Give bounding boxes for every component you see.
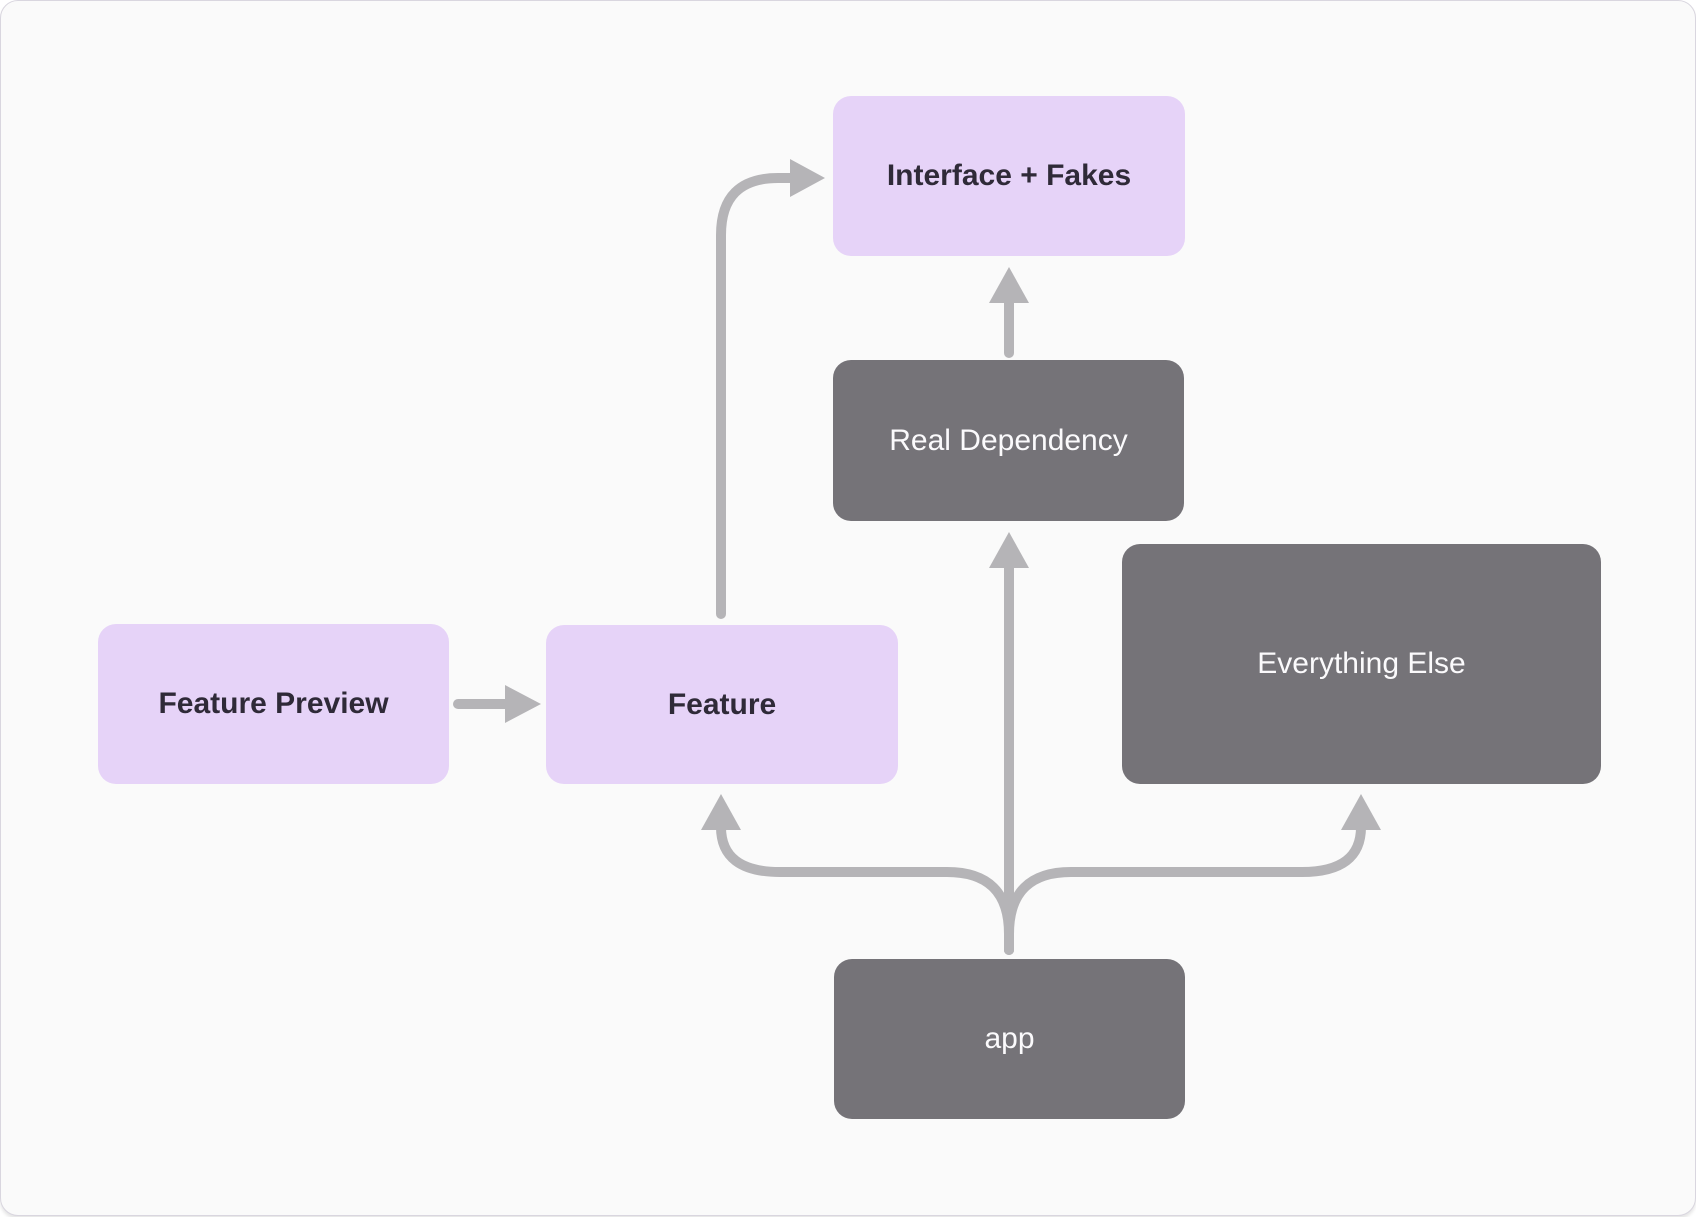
node-app: app: [834, 959, 1185, 1119]
node-feature: Feature: [546, 625, 898, 784]
node-app-label: app: [984, 1022, 1035, 1055]
node-real-dependency-label: Real Dependency: [889, 423, 1128, 457]
node-everything-else-label: Everything Else: [1257, 647, 1466, 680]
arrow-feature-preview-to-feature: [453, 685, 541, 723]
node-feature-label: Feature: [667, 687, 777, 721]
node-real-dependency: Real Dependency: [833, 360, 1184, 521]
arrow-app-to-feature: [701, 794, 1014, 955]
arrow-app-to-real-dependency: [989, 532, 1029, 955]
node-interface-fakes-label: Interface + Fakes: [886, 159, 1132, 192]
node-interface-fakes: Interface + Fakes: [833, 96, 1185, 256]
node-feature-preview-label: Feature Preview: [158, 687, 389, 720]
arrow-app-to-everything-else: [1004, 794, 1381, 955]
arrow-feature-to-interface-fakes: [716, 159, 825, 619]
arrow-real-dependency-to-interface-fakes: [989, 267, 1029, 358]
node-everything-else: Everything Else: [1122, 544, 1601, 784]
node-feature-preview: Feature Preview: [98, 624, 449, 784]
